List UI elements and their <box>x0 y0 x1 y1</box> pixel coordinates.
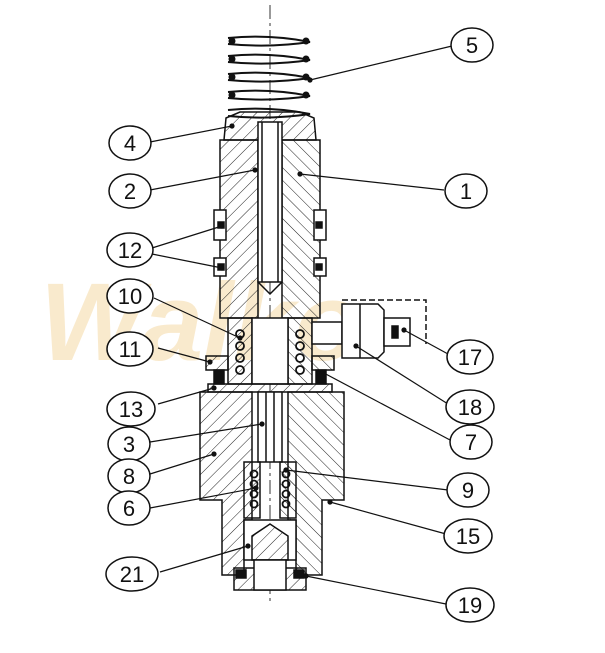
callout-19-bubble <box>445 587 495 623</box>
callout-2-bubble <box>108 173 152 209</box>
side-fitting <box>311 299 427 359</box>
inner-spring-housing <box>227 317 313 385</box>
callout-9-bubble <box>446 472 490 508</box>
callout-6-label: 6 <box>123 496 135 521</box>
top-spring <box>227 35 311 119</box>
callout-2-label: 2 <box>124 179 136 204</box>
callout-1-label: 1 <box>460 179 472 204</box>
callout-8-label: 8 <box>123 464 135 489</box>
callout-15-label: 15 <box>456 524 480 549</box>
callout-15-bubble <box>443 518 493 554</box>
upper-body <box>213 121 327 319</box>
callout-12-label: 12 <box>118 238 142 263</box>
callout-1-bubble <box>444 173 488 209</box>
callout-18-bubble <box>445 389 495 425</box>
callout-3-label: 3 <box>123 432 135 457</box>
callout-6-bubble <box>107 490 151 526</box>
callout-13-bubble <box>106 391 156 427</box>
callout-9-label: 9 <box>462 478 474 503</box>
flange-ring <box>205 355 335 393</box>
leader-lines <box>149 45 453 605</box>
valve-seat <box>243 519 297 561</box>
callout-17-label: 17 <box>458 345 482 370</box>
callout-17-bubble <box>446 339 494 375</box>
callout-19-label: 19 <box>458 593 482 618</box>
callout-13-label: 13 <box>119 397 143 422</box>
lower-spring <box>243 461 297 519</box>
callout-4-bubble <box>108 125 152 161</box>
callout-18-label: 18 <box>458 395 482 420</box>
callout-10-label: 10 <box>118 284 142 309</box>
callout-7-label: 7 <box>465 430 477 455</box>
bottom-plug <box>233 559 307 591</box>
callout-21-label: 21 <box>120 562 144 587</box>
callout-11-bubble <box>106 331 154 367</box>
callout-10-bubble <box>106 278 154 314</box>
callout-5-label: 5 <box>466 33 478 58</box>
main-body <box>199 391 345 576</box>
poppet-stem <box>257 391 283 463</box>
callouts <box>105 27 495 623</box>
callout-21-bubble <box>105 556 159 592</box>
callout-5-bubble <box>450 27 494 63</box>
callout-11-label: 11 <box>119 337 142 362</box>
callout-12-bubble <box>106 232 154 268</box>
callout-4-label: 4 <box>124 131 136 156</box>
callout-7-bubble <box>449 424 493 460</box>
